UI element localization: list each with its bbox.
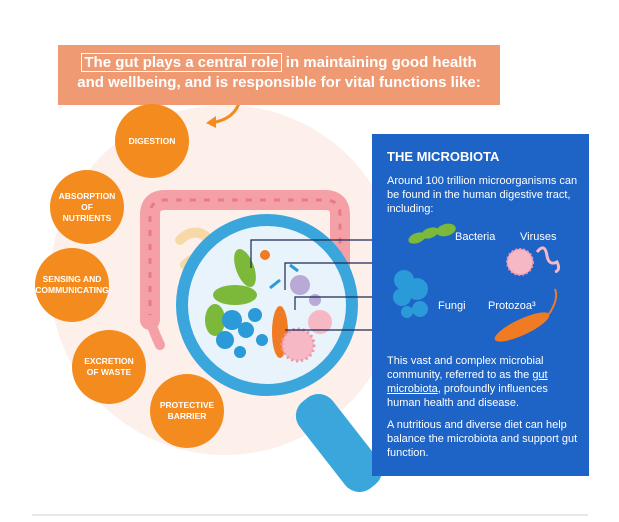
label-bacteria: Bacteria — [455, 231, 496, 243]
microbiota-panel: THE MICROBIOTA Around 100 trillion micro… — [372, 134, 589, 476]
magnifier-icon — [176, 214, 383, 493]
function-excretion: EXCRETION OF WASTE — [72, 330, 146, 404]
virus-icon — [506, 246, 561, 276]
panel-diet-text: A nutritious and diverse diet can help b… — [387, 419, 578, 459]
fungi-icon — [393, 270, 428, 318]
organism-icons — [393, 223, 561, 342]
function-sensing: SENSING AND COMMUNICATING — [35, 248, 109, 322]
panel-intro: Around 100 trillion microorganisms can b… — [387, 175, 578, 215]
protozoa-icon — [494, 288, 558, 342]
panel-title: THE MICROBIOTA — [387, 149, 500, 164]
function-absorption: ABSORPTION OF NUTRIENTS — [50, 170, 124, 244]
function-protective-barrier: PROTECTIVE BARRIER — [150, 374, 224, 448]
gut-microbiota-link[interactable]: gut microbiota — [387, 369, 548, 395]
label-protozoa: Protozoa³ — [488, 300, 536, 312]
bacteria-icon — [408, 223, 456, 244]
label-viruses: Viruses — [520, 231, 557, 243]
banner-text: in maintaining good health and wellbeing… — [77, 54, 481, 91]
panel-description: This vast and complex microbial communit… — [387, 355, 548, 409]
function-digestion: DIGESTION — [115, 104, 189, 178]
label-fungi: Fungi — [438, 300, 466, 312]
intro-banner: The gut plays a central role in maintain… — [58, 45, 500, 105]
banner-highlight: The gut plays a central role — [81, 53, 282, 72]
